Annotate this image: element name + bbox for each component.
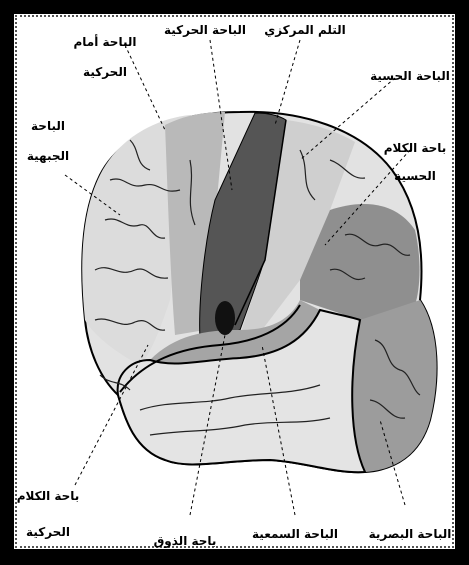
premotor-area-label: الباحة أمامالحركية [74,34,137,79]
central-sulcus-label: التلم المركزي [264,23,346,37]
sensory-area-label: الباحة الحسية [370,69,450,83]
taste-area-spot [215,301,235,335]
visual-area-region [351,300,437,472]
motor-area-label: الباحة الحركية [164,23,246,37]
taste-area-label: باحة الذوق [154,534,217,549]
motor-speech-area-label: باحة الكلامالحركية [17,489,80,539]
frontal-area-label: الباحةالجبهية [27,119,69,163]
visual-area-label: الباحة البصرية [369,527,452,541]
auditory-area-label: الباحة السمعية [252,527,338,541]
